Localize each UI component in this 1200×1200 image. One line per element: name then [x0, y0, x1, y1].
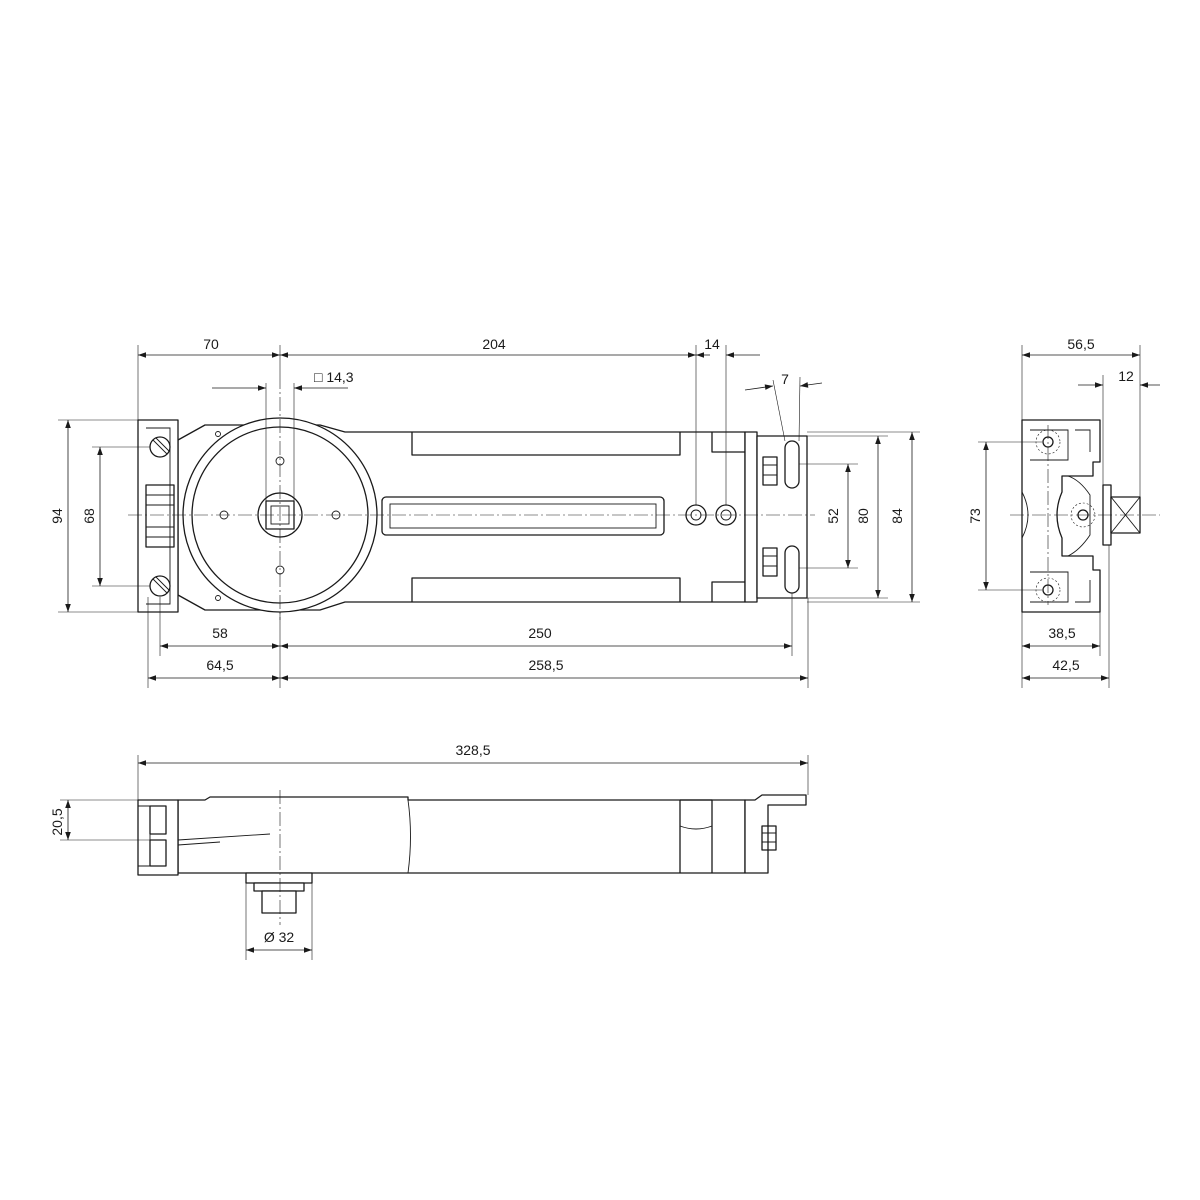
dim-label-42-5: 42,5	[1052, 657, 1079, 673]
adjustment-slot	[381, 496, 665, 536]
dim-label-84: 84	[889, 508, 905, 524]
mounting-slot	[784, 440, 800, 489]
dim-label-52: 52	[825, 508, 841, 524]
dim-label-80: 80	[855, 508, 871, 524]
dim-label-64-5: 64,5	[206, 657, 233, 673]
dim-label-328-5: 328,5	[455, 742, 490, 758]
spindle-flange	[245, 872, 313, 884]
end-plate-block	[145, 484, 175, 548]
dim-label-70: 70	[203, 336, 219, 352]
dim-label-20-5: 20,5	[49, 808, 65, 835]
dim-label-250: 250	[528, 625, 552, 641]
dim-label-7: 7	[781, 371, 789, 387]
dim-label-58: 58	[212, 625, 228, 641]
spindle-end	[261, 890, 297, 914]
screw-icon	[149, 575, 171, 597]
dim-label-14: 14	[704, 336, 720, 352]
dim-label-diameter-32: Ø 32	[264, 929, 295, 945]
screw-icon	[149, 436, 171, 458]
front-view: 328,5 20,5 Ø 32	[49, 742, 809, 960]
dim-label-56-5: 56,5	[1067, 336, 1094, 352]
dim-label-12: 12	[1118, 368, 1134, 384]
dim-label-14-3-square: □ 14,3	[314, 369, 354, 385]
dim-label-38-5: 38,5	[1048, 625, 1075, 641]
side-view: 56,5 12 73 38,5 42,5	[967, 336, 1160, 688]
front-end-plate	[137, 799, 179, 876]
top-view	[128, 375, 815, 620]
side-view-outline	[1021, 419, 1101, 613]
front-view-outline	[177, 796, 746, 874]
bracket-nut	[761, 825, 777, 851]
dim-label-68: 68	[81, 508, 97, 524]
dim-label-73: 73	[967, 508, 983, 524]
bracket-nut	[762, 547, 778, 577]
top-view-dimensions: 70 204 14 □ 14,3 7 94 68 52 80	[49, 336, 920, 688]
bracket-nut	[762, 456, 778, 486]
dim-label-204: 204	[482, 336, 506, 352]
dim-label-94: 94	[49, 508, 65, 524]
dim-label-258-5: 258,5	[528, 657, 563, 673]
